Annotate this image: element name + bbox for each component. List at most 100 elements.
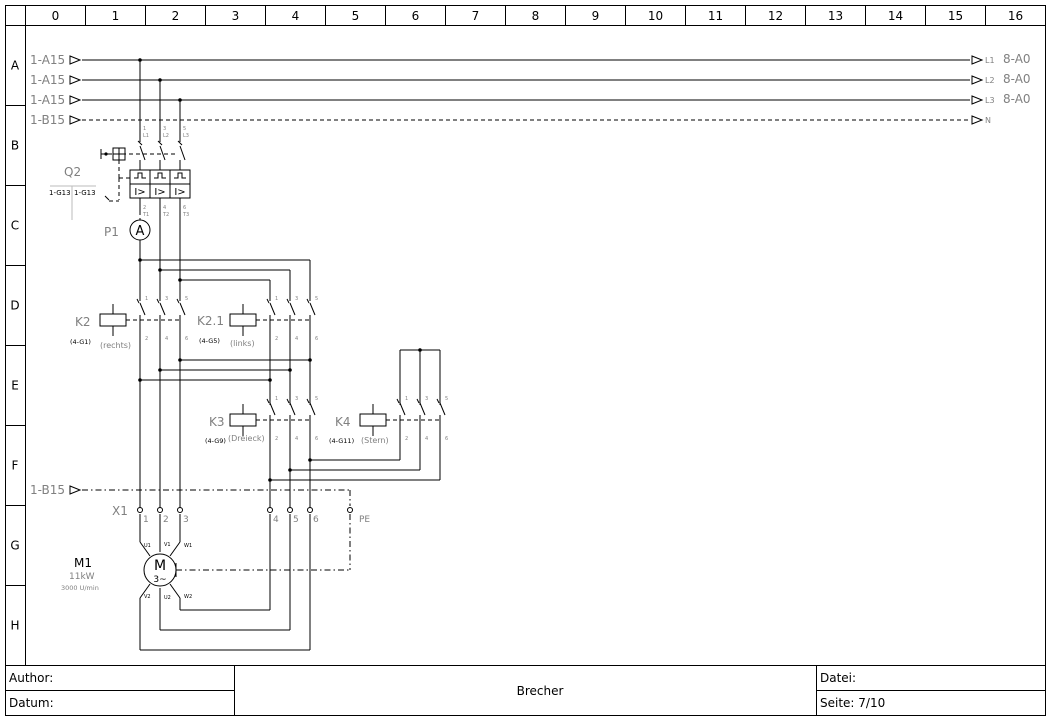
m1-label: M1 [74,556,92,570]
contactor-ref[interactable]: (4-G9) [205,437,226,445]
column-label: 0 [52,9,60,23]
column-label: 5 [352,9,360,23]
contactor-ref[interactable]: (4-G11) [329,437,354,445]
q2-pin-line: T1 [142,212,149,218]
contactor-label: K2.1 [197,314,224,328]
contact-pin: 3 [295,396,298,402]
pe-line [82,489,351,571]
power-wiring [138,215,441,651]
q2-label: Q2 [64,165,81,179]
terminal[interactable] [267,507,273,513]
contact-pin: 2 [275,336,278,342]
contact-pin: 2 [145,336,148,342]
q2-ref-left: 1-G13 [49,189,71,197]
source-ref[interactable]: 1-B15 [30,113,65,127]
terminal-number: 2 [163,515,169,525]
terminal[interactable] [307,507,313,513]
q2-pin-line: L1 [143,133,149,139]
x1-label: X1 [112,504,128,518]
contact-pin: 5 [185,296,188,302]
contact-pin: 5 [315,396,318,402]
target-ref[interactable]: 8-A0 [1003,52,1031,66]
column-label: 1 [112,9,120,23]
arrow-marker [69,55,82,65]
row-label: H [10,619,19,633]
column-label: 13 [828,9,843,23]
m1-speed: 3000 U/min [61,584,99,592]
q2-trip-symbol: I> [134,187,145,198]
target-line: L2 [985,76,995,85]
coil [359,413,387,427]
contact-pin: 4 [295,436,298,442]
arrow-marker [971,95,984,105]
contactor-ref[interactable]: (4-G5) [199,337,220,345]
pe-source-ref[interactable]: 1-B15 [30,483,65,497]
contact-pin: 4 [165,336,168,342]
terminal[interactable] [347,507,353,513]
author-label: Author: [9,671,53,685]
target-line: N [985,116,991,125]
contact-pin: 6 [315,436,318,442]
contact-pin: 5 [315,296,318,302]
terminal[interactable] [287,507,293,513]
q2-pin: 1 [143,126,146,132]
target-ref[interactable]: 8-A0 [1003,72,1031,86]
q2-pin: 2 [143,205,146,211]
column-label: 10 [648,9,663,23]
contactor-label: K2 [75,315,91,329]
q2-pin-line: T3 [182,212,189,218]
date-label: Datum: [9,696,54,710]
coil [99,313,127,327]
column-label: 3 [232,9,240,23]
column-label: 7 [472,9,480,23]
row-label: A [11,59,20,73]
terminal-number: 6 [313,515,319,525]
file-label: Datei: [820,671,856,685]
q2-ref-right: 1-G13 [74,189,96,197]
q2-trip-symbol: I> [174,187,185,198]
contactor-ref[interactable]: (4-G1) [70,338,91,346]
p1-label: P1 [104,225,119,239]
row-label: G [10,539,19,553]
terminal[interactable] [137,507,143,513]
terminal-number: 1 [143,515,149,525]
terminal-number: 3 [183,515,189,525]
contact-pin: 1 [145,296,148,302]
column-label: 15 [948,9,963,23]
column-label: 12 [768,9,783,23]
column-label: 4 [292,9,300,23]
source-ref[interactable]: 1-A15 [30,53,65,67]
motor-terminal: V1 [164,542,171,548]
arrow-marker [69,95,82,105]
row-label: E [11,379,19,393]
contact-pin: 1 [405,396,408,402]
contact-pin: 1 [275,296,278,302]
column-label: 11 [708,9,723,23]
q2-pin: 6 [183,205,186,211]
terminal-number: PE [359,515,370,525]
source-ref[interactable]: 1-A15 [30,73,65,87]
row-label: F [12,459,19,473]
q2-pin: 4 [163,205,166,211]
terminal[interactable] [177,507,183,513]
source-ref[interactable]: 1-A15 [30,93,65,107]
p1-ammeter[interactable]: A P1 [104,218,151,241]
arrow-marker [971,75,984,85]
motor-terminal: V2 [144,594,151,600]
q2-pin: 5 [183,126,186,132]
contact-pin: 3 [165,296,168,302]
terminal-number: 4 [273,515,279,525]
column-label: 14 [888,9,903,23]
terminal[interactable] [157,507,163,513]
contact-pin: 4 [425,436,428,442]
contact-pin: 2 [275,436,278,442]
arrow-marker [69,115,82,125]
target-ref[interactable]: 8-A0 [1003,92,1031,106]
